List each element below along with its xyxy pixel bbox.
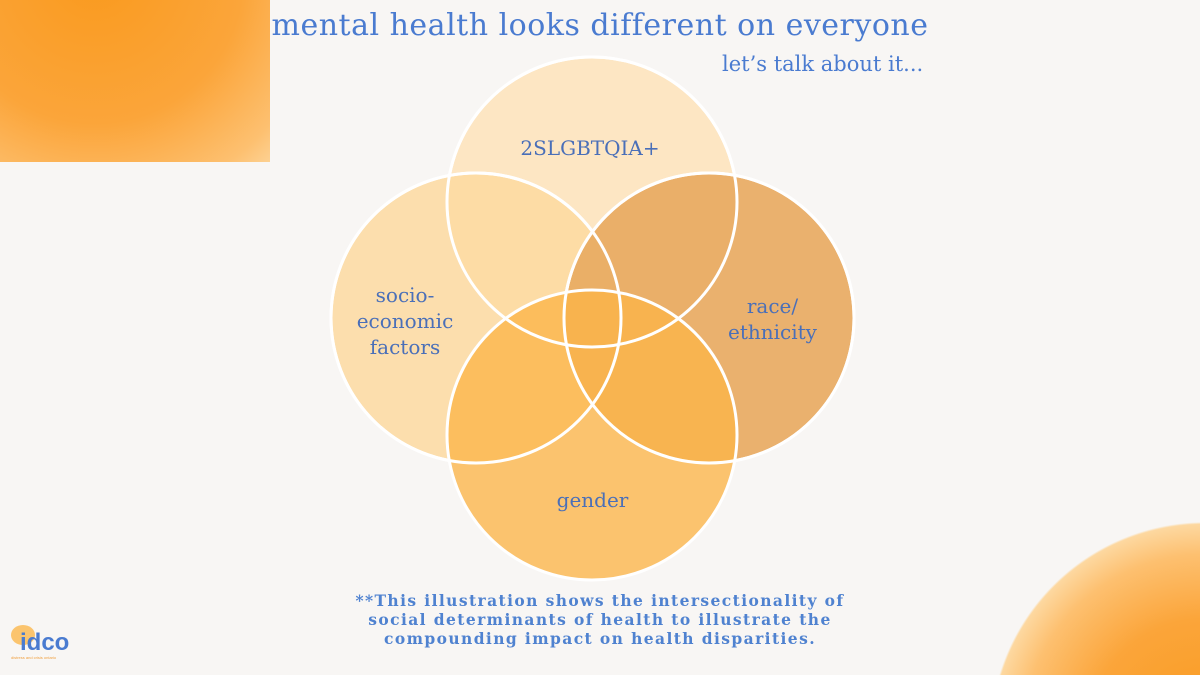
label-line: economic — [356, 309, 454, 333]
page-title: mental health looks different on everyon… — [271, 8, 929, 43]
venn-outlines — [329, 55, 856, 465]
venn-label-gender: gender — [556, 488, 629, 512]
footnote-line: **This illustration shows the intersecti… — [355, 591, 845, 610]
venn-circle-gender — [445, 288, 739, 582]
footnote: **This illustration shows the intersecti… — [300, 591, 900, 648]
venn-label-socioeconomic: socio- economic factors — [340, 282, 470, 360]
tree-icon — [11, 625, 35, 645]
label-line: socio- — [375, 283, 435, 307]
venn-label-race-ethnicity: race/ ethnicity — [710, 293, 835, 345]
logo-tagline: distress and crisis ontario — [11, 655, 57, 660]
label-line: race/ — [746, 294, 799, 318]
footnote-line: compounding impact on health disparities… — [384, 629, 816, 648]
decorative-orange-blob-top-left — [0, 0, 270, 162]
decorative-orange-blob-bottom-right — [990, 522, 1200, 675]
venn-label-2slgbtqia: 2SLGBTQIA+ — [520, 136, 660, 160]
label-line: ethnicity — [728, 320, 817, 344]
dco-logo: idco distress and crisis ontario — [8, 625, 73, 665]
page-subtitle: let’s talk about it... — [722, 52, 924, 76]
footnote-line: social determinants of health to illustr… — [368, 610, 832, 629]
label-line: factors — [369, 335, 441, 359]
logo-word: idco — [20, 629, 70, 656]
